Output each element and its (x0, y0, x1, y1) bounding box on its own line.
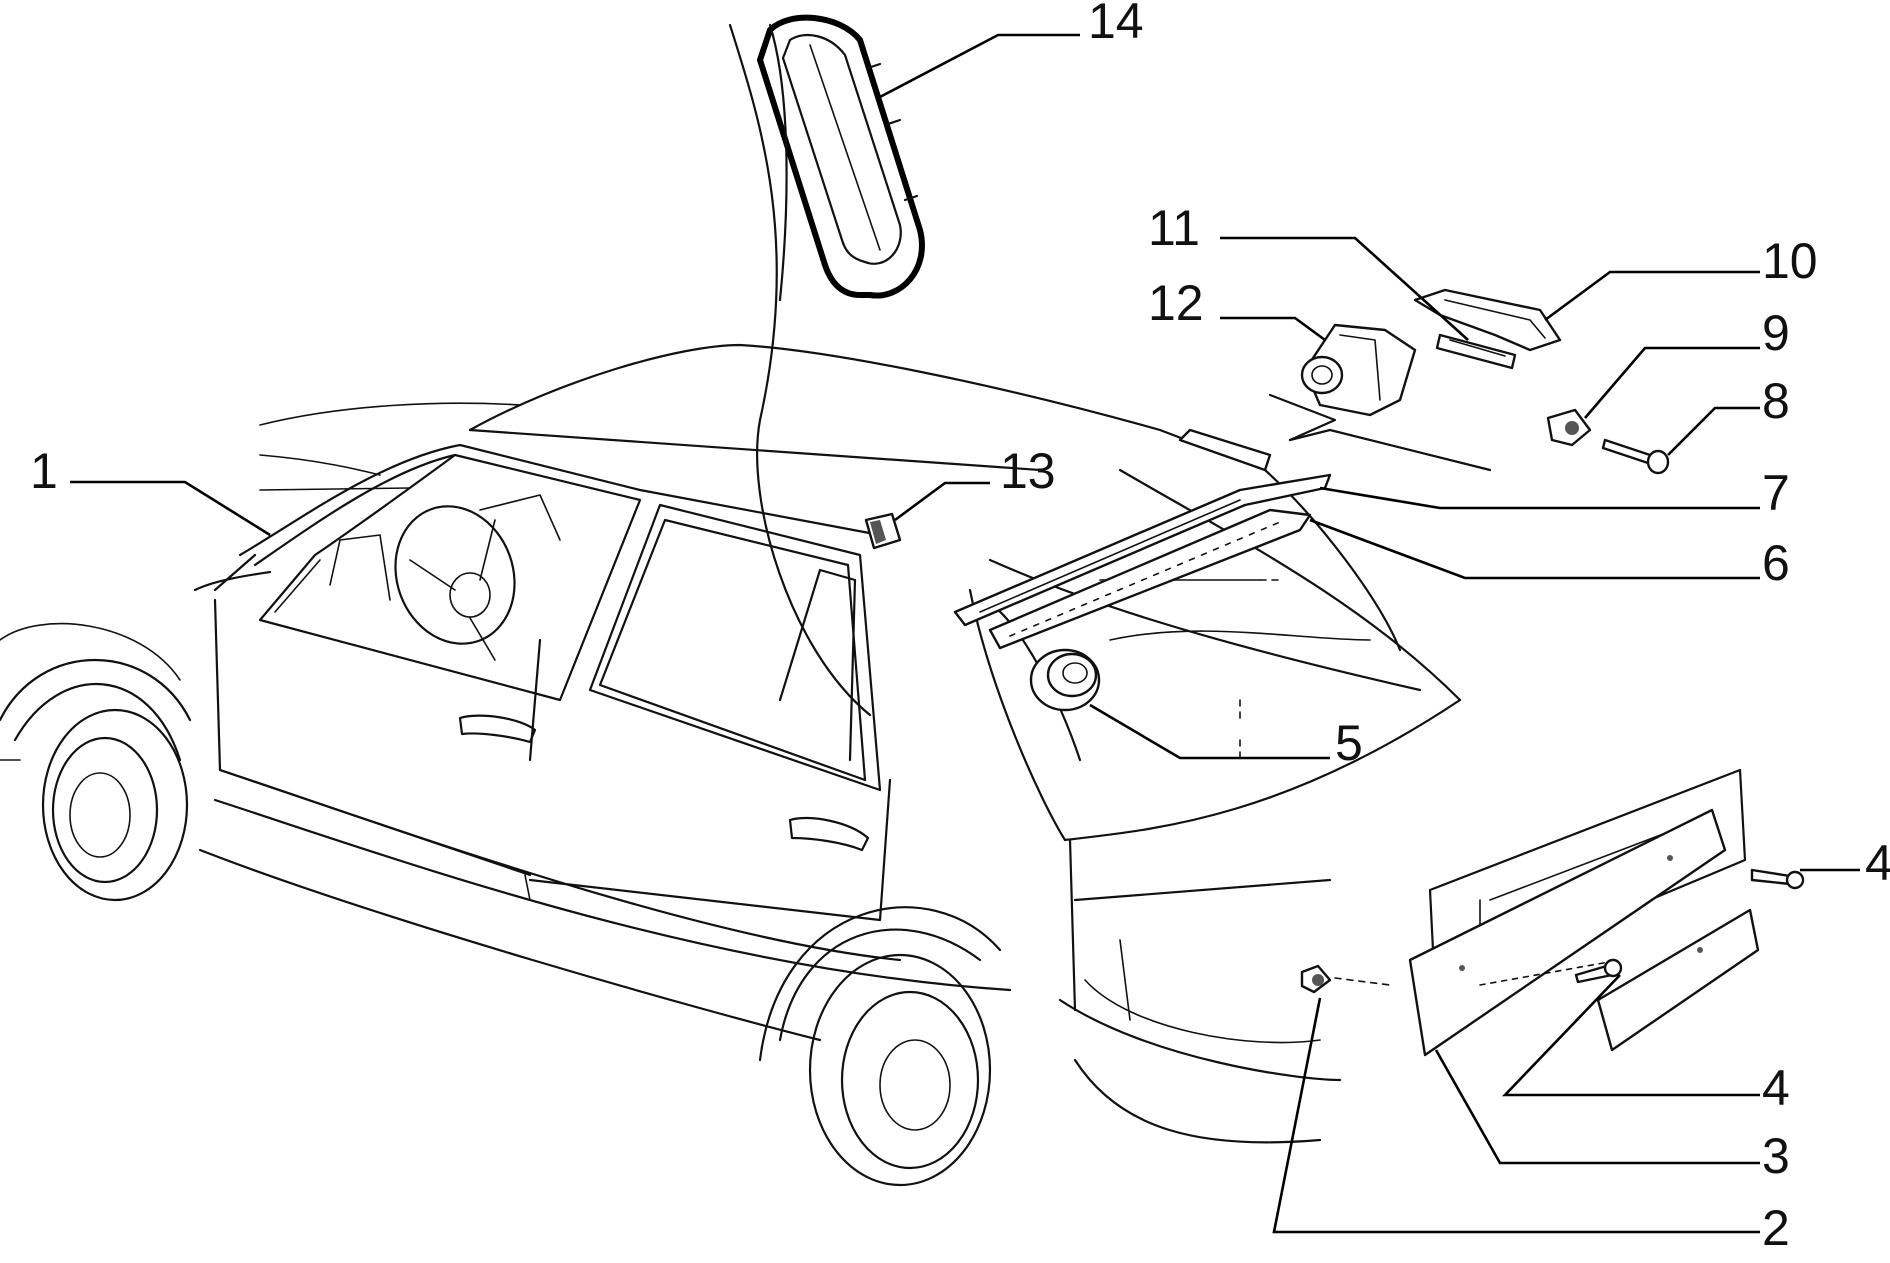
leader-11 (1220, 236, 1469, 341)
leader-10 (1544, 270, 1760, 322)
callout-4b: 4 (1762, 1060, 1790, 1116)
car-body-drawing (0, 343, 1747, 1187)
leader-4b (1501, 974, 1760, 1097)
leader-3 (1434, 1049, 1760, 1165)
part-1-pillar-trim (193, 570, 272, 592)
leader-7 (1319, 486, 1760, 510)
leader-8 (1667, 406, 1760, 456)
leader-1 (70, 480, 271, 537)
leader-9 (1584, 346, 1760, 419)
callout-8: 8 (1762, 373, 1790, 429)
leader-2 (1272, 997, 1760, 1234)
part-6-rail (988, 508, 1312, 650)
part-4-screw-right (1750, 868, 1805, 890)
part-13-clip (864, 512, 902, 550)
callout-4a: 4 (1865, 835, 1890, 891)
callout-6: 6 (1762, 535, 1790, 591)
part-3-plate-frame (1408, 808, 1760, 1057)
callout-7: 7 (1762, 465, 1790, 521)
callout-labels: 1 2 3 4 4 5 6 7 8 9 10 11 12 13 14 (30, 0, 1890, 1256)
part-4-screw-plate (1574, 958, 1623, 984)
leader-13 (894, 481, 990, 522)
part-14-interior-trim (757, 14, 925, 299)
leader-lines (70, 33, 1860, 1234)
callout-11: 11 (1148, 200, 1200, 256)
callout-1: 1 (30, 443, 58, 499)
part-5-grommet (1029, 648, 1101, 712)
leader-6 (1309, 518, 1760, 580)
seat-belt-strap (728, 23, 872, 717)
part-9-bracket (1546, 408, 1592, 447)
callout-12: 12 (1148, 275, 1204, 331)
part-10-handle (1413, 288, 1562, 352)
leader-12 (1220, 316, 1326, 342)
callout-5: 5 (1335, 715, 1363, 771)
callout-2: 2 (1762, 1200, 1790, 1256)
callout-14: 14 (1088, 0, 1144, 49)
callout-10: 10 (1762, 233, 1818, 289)
callout-9: 9 (1762, 305, 1790, 361)
callout-13: 13 (1000, 443, 1056, 499)
callout-3: 3 (1762, 1128, 1790, 1184)
leader-14 (877, 33, 1080, 100)
part-11-strip (1435, 333, 1517, 370)
part-12-lamp-housing (1268, 323, 1492, 472)
part-2-clip (1300, 964, 1391, 994)
leader-5 (1089, 703, 1330, 760)
part-8-screw (1601, 438, 1670, 475)
